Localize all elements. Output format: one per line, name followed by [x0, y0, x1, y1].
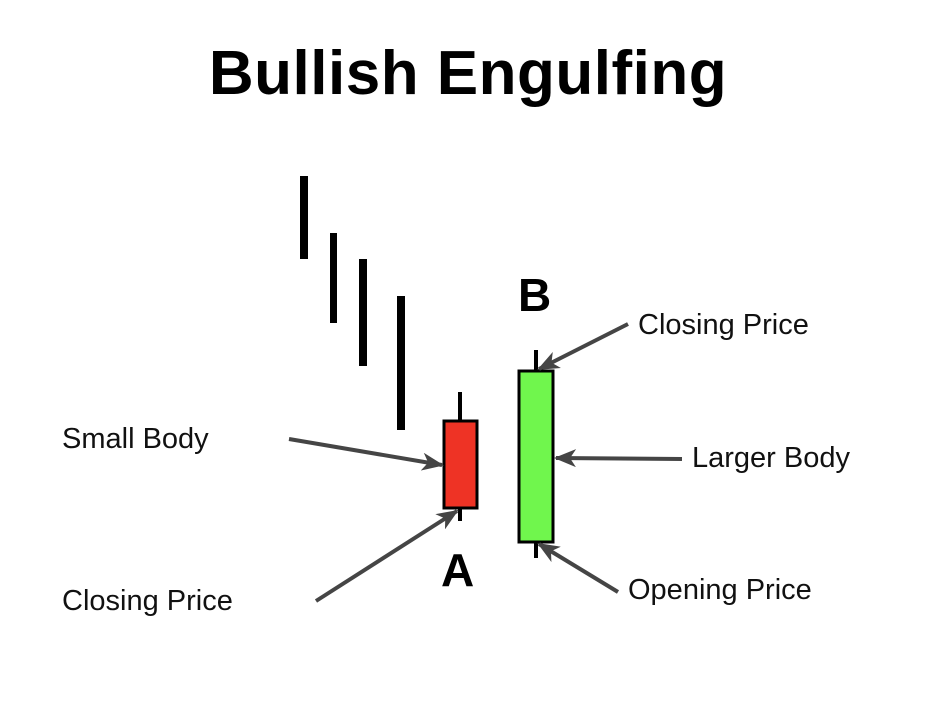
diagram-title: Bullish Engulfing — [208, 39, 728, 108]
downtrend-bar-1 — [300, 176, 308, 259]
label-small-body: Small Body — [62, 423, 209, 455]
downtrend-bar-2 — [330, 233, 337, 323]
arrow-closing-price-a — [314, 509, 459, 603]
arrow-small-body — [288, 437, 444, 471]
label-opening-price-b: Opening Price — [628, 574, 812, 606]
arrow-larger-body — [554, 449, 683, 468]
candle-b — [517, 350, 555, 558]
label-closing-price-b: Closing Price — [638, 309, 809, 341]
candle-b-label: B — [518, 269, 552, 321]
arrow-opening-price-b — [537, 542, 620, 594]
downtrend-bar-3 — [359, 259, 367, 366]
candle-a — [442, 392, 479, 521]
downtrend-bars — [300, 176, 405, 430]
downtrend-bar-4 — [397, 296, 405, 430]
label-closing-price-a: Closing Price — [62, 585, 233, 617]
candle-a-body — [442, 419, 479, 510]
candle-b-body — [517, 369, 555, 544]
annotation-arrows — [288, 322, 683, 603]
label-larger-body: Larger Body — [692, 442, 850, 474]
candle-a-label: A — [441, 544, 475, 596]
arrow-closing-price-b — [537, 322, 629, 371]
